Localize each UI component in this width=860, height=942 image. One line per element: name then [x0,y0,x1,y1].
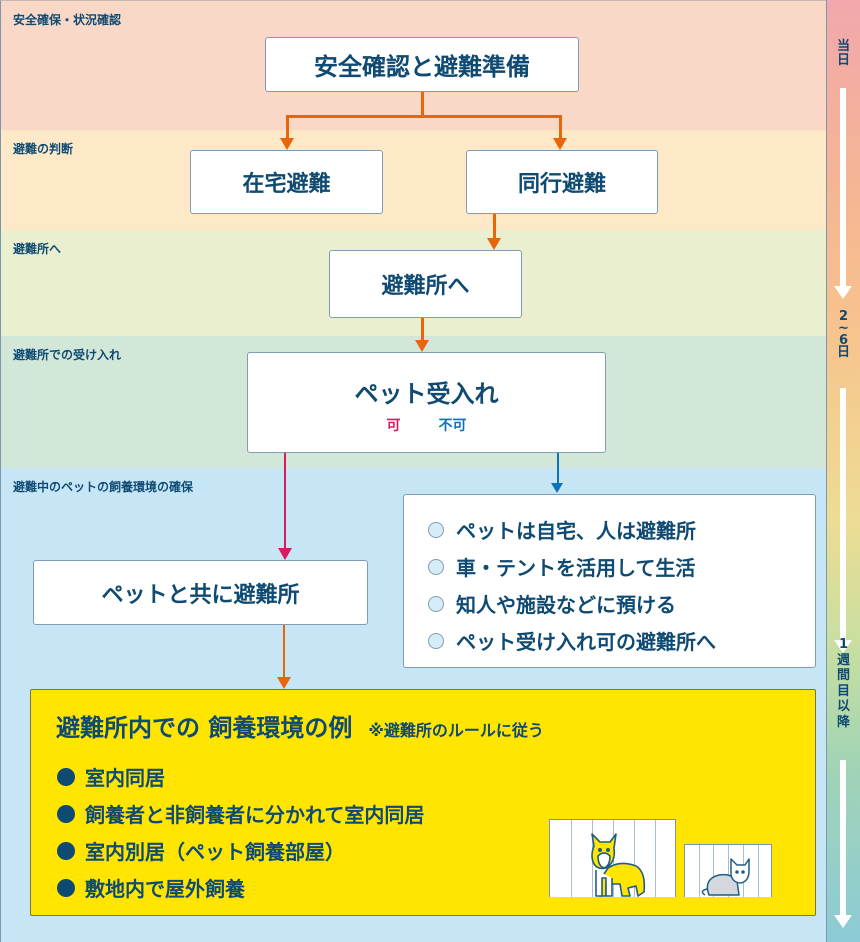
acceptance-outcomes: 可 不可 [387,415,467,435]
filled-bullet-icon [57,804,75,823]
accept-no-label: 不可 [438,418,467,434]
cat-cage-illustration [684,844,772,897]
timeline-arrow-head-icon [834,915,852,928]
connector-line [421,317,424,341]
band-label: 避難中のペットの飼養環境の確保 [13,480,194,494]
pet-acceptance-title: ペット受入れ [354,380,499,408]
node-home-evacuation: 在宅避難 [190,150,383,214]
timeline-arrow-head-icon [834,640,852,653]
circle-bullet-icon [428,521,444,538]
timeline-label-day2-6: 2 ~ 6 日 [836,309,850,360]
connector-line [283,624,285,678]
alternative-text: 知人や施設などに預ける [456,593,676,617]
cat-icon [701,858,750,896]
shelter-rules-note: ※避難所のルールに従う [368,721,544,740]
circle-bullet-icon [428,632,444,649]
shelter-example-item: 敷地内で屋外飼養 [57,869,424,906]
connector-line [286,115,289,139]
connector-line-reject [557,452,559,484]
timeline-column: 当 日 2 ~ 6 日 1 週 間 目 以 降 [826,0,860,942]
circle-bullet-icon [428,595,444,612]
alternative-item: ペットは自宅、人は避難所 [428,511,815,548]
alternatives-box: ペットは自宅、人は避難所 車・テントを活用して生活 知人や施設などに預ける ペッ… [403,494,816,668]
arrow-down-icon [551,483,563,493]
dog-icon [591,833,646,897]
node-accompanied-evacuation: 同行避難 [466,150,658,214]
band-label: 避難の判断 [13,142,74,156]
arrow-down-icon [415,340,429,352]
connector-line-accept [284,452,286,548]
node-shelter-with-pet: ペットと共に避難所 [33,560,368,625]
shelter-example-text: 敷地内で屋外飼養 [85,877,245,901]
alternative-text: ペットは自宅、人は避難所 [456,519,696,543]
timeline-arrow-shaft [840,388,846,640]
shelter-example-text: 室内同居 [85,766,165,790]
accept-yes-label: 可 [386,418,401,434]
timeline-arrow-shaft [840,88,846,286]
node-to-shelter: 避難所へ [329,250,522,318]
connector-line [559,115,562,139]
shelter-example-text: 室内別居（ペット飼養部屋） [85,840,345,864]
filled-bullet-icon [57,841,75,860]
timeline-arrow-head-icon [834,286,852,299]
timeline-arrow-shaft [840,760,846,918]
alternative-item: 車・テントを活用して生活 [428,548,815,585]
timeline-label-week1: 1 週 間 目 以 降 [836,637,850,730]
shelter-examples-title: 避難所内での 飼養環境の例 ※避難所のルールに従う [56,708,544,743]
band-label: 避難所での受け入れ [13,348,122,362]
filled-bullet-icon [57,878,75,897]
arrow-down-icon [280,138,294,150]
band-label: 安全確保・状況確認 [13,13,122,27]
alternative-text: ペット受け入れ可の避難所へ [456,630,716,654]
node-pet-acceptance: ペット受入れ 可 不可 [247,352,606,453]
node-safety-check: 安全確認と避難準備 [265,37,579,92]
shelter-example-item: 室内別居（ペット飼養部屋） [57,832,424,869]
shelter-example-item: 飼養者と非飼養者に分かれて室内同居 [57,795,424,832]
circle-bullet-icon [428,558,444,575]
arrow-down-icon [278,548,292,560]
connector-line [286,115,562,118]
alternative-text: 車・テントを活用して生活 [456,556,696,580]
band-label: 避難所へ [13,242,62,256]
shelter-example-text: 飼養者と非飼養者に分かれて室内同居 [85,803,425,827]
connector-line [421,91,424,117]
alternative-item: ペット受け入れ可の避難所へ [428,622,815,659]
arrow-down-icon [487,238,501,250]
filled-bullet-icon [57,767,75,786]
timeline-label-day1: 当 日 [836,39,850,68]
dog-cage-illustration [549,819,676,897]
shelter-example-item: 室内同居 [57,758,424,795]
shelter-examples-heading: 避難所内での 飼養環境の例 [56,714,353,742]
arrow-down-icon [553,138,567,150]
shelter-examples-list: 室内同居 飼養者と非飼養者に分かれて室内同居 室内別居（ペット飼養部屋） 敷地内… [57,758,424,906]
connector-line [493,213,496,239]
alternative-item: 知人や施設などに預ける [428,585,815,622]
shelter-examples-box: 避難所内での 飼養環境の例 ※避難所のルールに従う 室内同居 飼養者と非飼養者に分… [30,689,816,916]
band-evacuation-decision: 避難の判断 [0,130,826,231]
arrow-down-icon [277,677,291,689]
